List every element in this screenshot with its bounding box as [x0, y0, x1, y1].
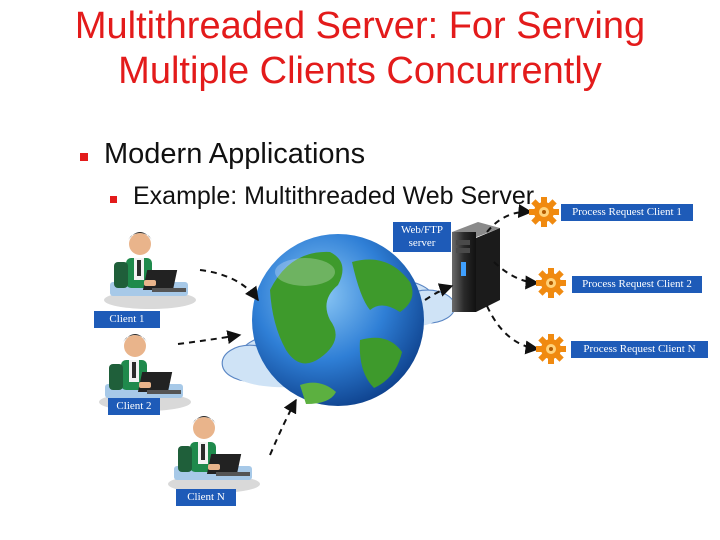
server-tower-icon	[452, 222, 500, 312]
request-label-client-1: Process Request Client 1	[561, 204, 693, 221]
server-label: Web/FTP server	[393, 222, 451, 252]
client-label-1: Client 1	[94, 311, 160, 328]
person-at-laptop-icon	[104, 232, 196, 309]
globe-icon	[252, 234, 424, 406]
gear-icon	[529, 197, 559, 227]
title-line-1: Multithreaded Server: For Serving	[74, 5, 646, 47]
request-label-client-n: Process Request Client N	[571, 341, 708, 358]
connection-lines	[177, 204, 540, 456]
bullet-square-icon	[80, 153, 88, 161]
bullet-level-1: Modern Applications	[104, 138, 366, 170]
bullet-square-icon	[110, 196, 117, 203]
gear-icon	[536, 268, 566, 298]
client-label-2: Client 2	[108, 398, 160, 415]
person-at-laptop-icon	[168, 416, 260, 493]
client-label-n: Client N	[176, 489, 236, 506]
slide-title: Multithreaded Server: For Serving Multip…	[0, 4, 720, 94]
bullet-level-2: Example: Multithreaded Web Server	[133, 182, 535, 210]
request-label-client-2: Process Request Client 2	[572, 276, 702, 293]
server-label-line-2: server	[408, 237, 436, 249]
title-line-2: Multiple Clients Concurrently	[118, 50, 602, 92]
gear-icon	[536, 334, 566, 364]
server-label-line-1: Web/FTP	[401, 224, 443, 236]
